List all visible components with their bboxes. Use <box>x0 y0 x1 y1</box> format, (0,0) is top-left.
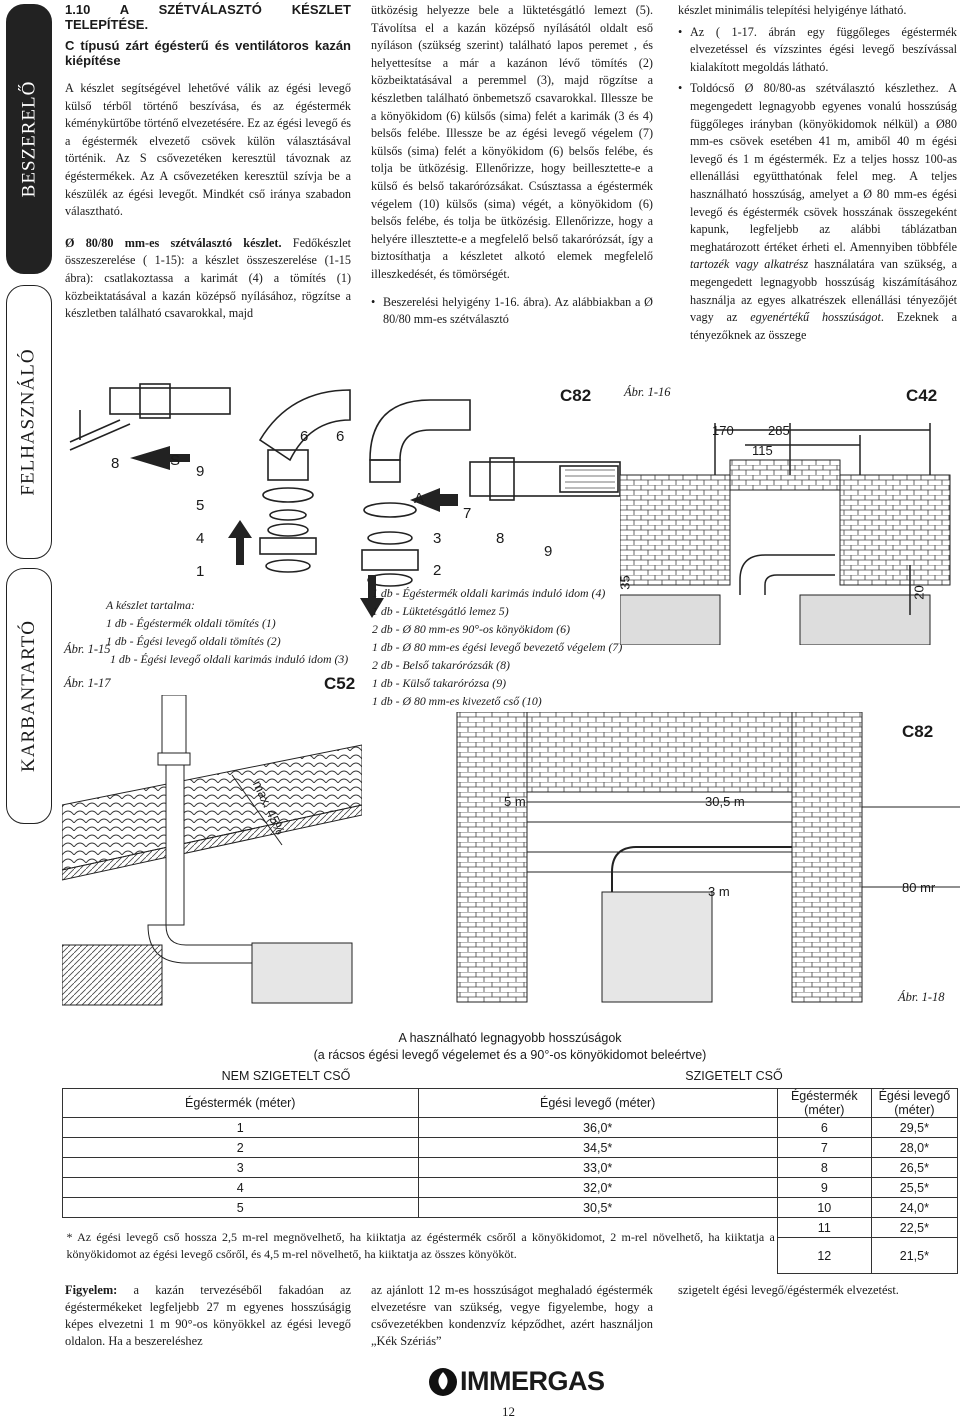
tab-karbantarto: KARBANTARTÓ <box>6 568 52 824</box>
tab-beszerelo: BESZERELŐ <box>6 4 52 274</box>
table-header: Égési levegő (méter) <box>417 1088 778 1118</box>
dim-3m: 3 m <box>708 884 730 899</box>
assembly-paragraph-cont: ütközésig helyezze bele a lüktetésgátló … <box>371 3 653 281</box>
section-heading: 1.10 A SZÉTVÁLASZTÓ KÉSZLET TELEPÍTÉSE. <box>65 2 351 32</box>
dim-80: 80 mr <box>902 880 936 895</box>
kit-item-7: 1 db - Ø 80 mm-es égési levegő bevezető … <box>372 640 623 654</box>
group-not-insulated: NEM SZIGETELT CSŐ <box>221 1069 351 1083</box>
caption-fig15: Ábr. 1-15 <box>64 642 111 656</box>
label-9: 9 <box>196 463 205 480</box>
label-6a: 6 <box>300 428 309 445</box>
dim-35: 35 <box>617 575 633 590</box>
page-number: 12 <box>502 1404 515 1419</box>
column-3: készlet minimális telepítési helyigénye … <box>678 2 957 348</box>
kit-item-6: 2 db - Ø 80 mm-es 90°-os könyökidom (6) <box>372 622 571 636</box>
model-c52: C52 <box>324 674 356 693</box>
label-s: S <box>170 452 181 469</box>
table-header: Égéstermék (méter) <box>776 1088 872 1118</box>
intro-paragraph: A készlet segítségével lehetővé válik az… <box>65 81 351 219</box>
space-requirement-bullet: Beszerelési helyigény 1-16. ábra). Az al… <box>371 294 653 329</box>
column-2: ütközésig helyezze bele a lüktetésgátló … <box>371 2 653 333</box>
section-subheading: C típusú zárt égésterű és ventilátoros k… <box>65 38 351 68</box>
tab-felhasznalo: FELHASZNÁLÓ <box>6 285 52 559</box>
caption-fig18: Ábr. 1-18 <box>898 990 945 1004</box>
immergas-logo: IMMERGAS <box>428 1366 605 1397</box>
bullet-fig17: Az ( 1-17. ábrán egy függőleges égésterm… <box>678 24 957 77</box>
model-c42: C42 <box>906 386 938 405</box>
table-header: Égéstermék (méter) <box>62 1088 419 1118</box>
caption-fig16: Ábr. 1-16 <box>624 385 671 399</box>
kit-item-1: 1 db - Égéstermék oldali tömítés (1) <box>106 616 276 630</box>
kit-item-8: 2 db - Belső takarórózsák (8) <box>372 658 510 672</box>
dim-30-5m: 30,5 m <box>705 794 745 809</box>
footer-col-1: Figyelem: a kazán tervezéséből fakadóan … <box>65 1283 351 1348</box>
figure-1-17-drawing <box>62 695 362 1006</box>
model-c82-top: C82 <box>560 386 592 405</box>
label-3: 3 <box>433 530 442 547</box>
label-2: 2 <box>433 562 442 579</box>
table-row: * Az égési levegő cső hossza 2,5 m-rel m… <box>63 1217 959 1261</box>
kit-item-2: 1 db - Égési levegő oldali tömítés (2) <box>106 634 281 648</box>
label-8: 8 <box>111 455 120 472</box>
dim-170: 170 <box>712 423 734 438</box>
figure-1-16-drawing <box>620 423 951 645</box>
column-1: 1.10 A SZÉTVÁLASZTÓ KÉSZLET TELEPÍTÉSE. … <box>65 2 351 329</box>
kit-name: Ø 80/80 mm-es szétválasztó készlet. <box>65 235 282 250</box>
flame-icon <box>429 1367 457 1396</box>
kit-item-5: 1 db - Lüktetésgátló lemez 5) <box>372 604 509 618</box>
label-7: 7 <box>463 505 472 522</box>
kit-item-10: 1 db - Ø 80 mm-es kivezető cső (10) <box>372 694 542 708</box>
caption-fig17: Ábr. 1-17 <box>64 676 111 690</box>
model-c82-bottom: C82 <box>902 722 934 741</box>
kit-item-3: 1 db - Égési levegő oldali karimás indul… <box>110 652 349 666</box>
table-header: Égési levegő (méter) <box>870 1088 959 1118</box>
label-8b: 8 <box>496 530 505 547</box>
footer-col-2: az ajánlott 12 m-es hosszúságot meghalad… <box>371 1283 653 1348</box>
kit-item-9: 1 db - Külső takarórózsa (9) <box>372 676 507 690</box>
assembly-paragraph: Ø 80/80 mm-es szétválasztó készlet. Fedő… <box>65 235 351 321</box>
label-5: 5 <box>196 497 205 514</box>
space-paragraph: készlet minimális telepítési helyigénye … <box>678 3 907 17</box>
group-insulated: SZIGETELT CSŐ <box>685 1069 783 1083</box>
figure-1-18-drawing <box>456 712 960 1003</box>
dim-5m: 5 m <box>504 794 526 809</box>
footer-col-3: szigetelt égési levegő/égéstermék elveze… <box>678 1283 899 1297</box>
dim-20: 20 <box>911 585 927 600</box>
label-a: A <box>414 490 425 507</box>
kit-item-4: 1 db - Égéstermék oldali karimás induló … <box>372 586 606 600</box>
bullet-extension: Toldócső Ø 80/80-as szétválasztó készlet… <box>678 80 957 344</box>
max-length-table: Égéstermék (méter) Égési levegő (méter) … <box>62 1088 959 1274</box>
table-footnote: * Az égési levegő cső hossza 2,5 m-rel m… <box>66 1229 775 1261</box>
dim-285: 285 <box>768 423 790 438</box>
label-9b: 9 <box>544 543 553 560</box>
dim-115: 115 <box>752 443 773 458</box>
kit-title: A készlet tartalma: <box>106 598 195 612</box>
table-title: A használható legnagyobb hosszúságok (a … <box>313 1031 707 1062</box>
label-4: 4 <box>196 530 205 547</box>
label-1: 1 <box>196 563 205 580</box>
label-6b: 6 <box>336 428 345 445</box>
